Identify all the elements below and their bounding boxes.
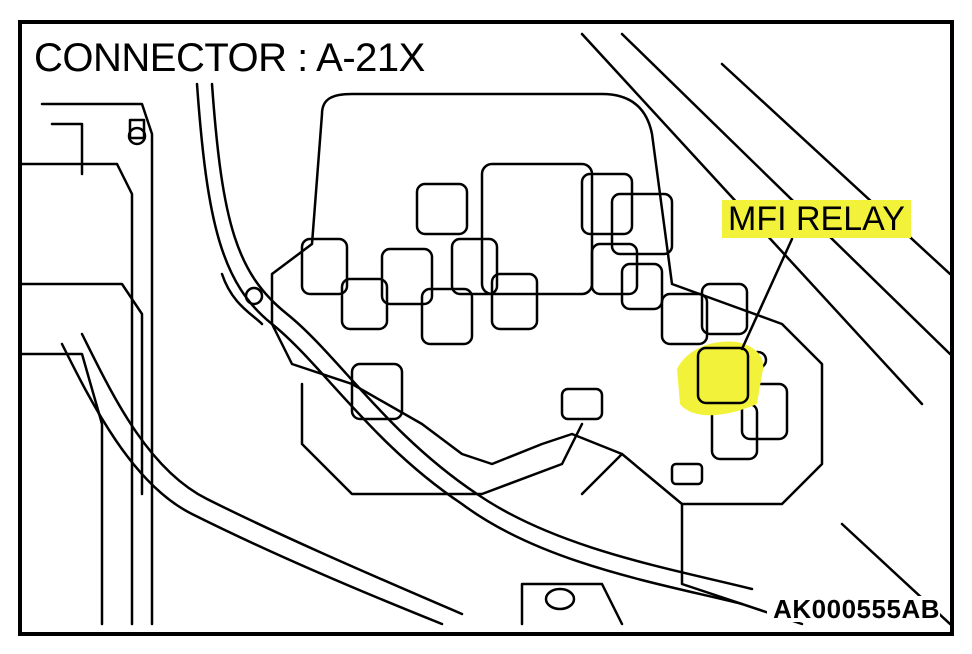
connector-title: CONNECTOR : A-21X <box>34 38 431 78</box>
mfi-relay <box>677 341 764 416</box>
relays <box>300 162 789 461</box>
engine-bay-illustration <box>22 32 950 626</box>
hoses <box>60 82 754 626</box>
leader-line <box>740 237 794 351</box>
diagram-frame: CONNECTOR : A-21X MFI RELAY AK000555AB <box>18 20 954 636</box>
relay-box-housing <box>270 92 824 626</box>
figure-id: AK000555AB <box>767 596 940 622</box>
left-bracket <box>22 102 154 626</box>
mfi-relay-label: MFI RELAY <box>722 200 911 238</box>
fender-lines <box>580 32 950 626</box>
